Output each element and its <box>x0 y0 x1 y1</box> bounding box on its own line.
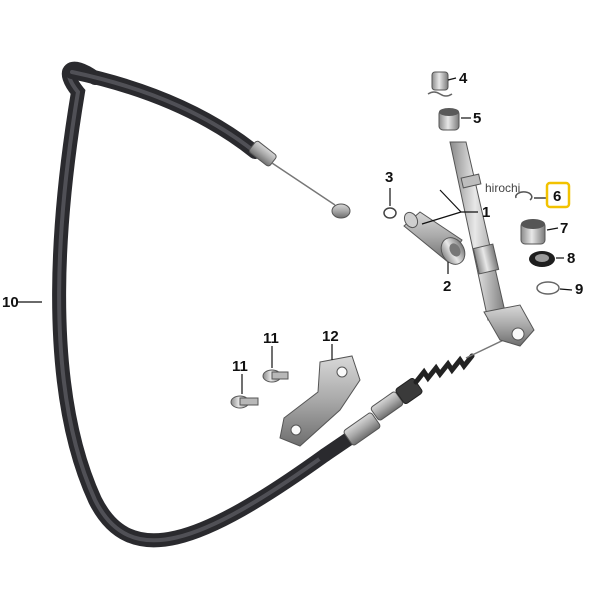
callout-3: 3 <box>385 169 393 186</box>
callout-9: 9 <box>575 281 583 298</box>
circlip-9 <box>536 281 560 295</box>
callout-11-lower: 11 <box>232 358 248 375</box>
callout-7: 7 <box>560 220 568 237</box>
sleeve-5 <box>438 108 460 131</box>
callout-6-highlight: 6 <box>545 181 571 209</box>
callout-11-upper: 11 <box>263 330 279 347</box>
sleeve-7 <box>520 219 546 245</box>
bracket-12 <box>279 355 361 447</box>
callout-12: 12 <box>322 328 339 345</box>
bolt-11-upper <box>262 369 289 383</box>
callout-10: 10 <box>2 294 19 311</box>
callout-1: 1 <box>482 204 490 221</box>
watermark: hirochi <box>485 181 520 195</box>
spring-4 <box>427 71 453 97</box>
clutch-cable-10 <box>52 61 351 548</box>
circlip-6 <box>515 191 533 201</box>
leader-lines <box>18 77 573 394</box>
callout-8: 8 <box>567 250 575 267</box>
shaft-1 <box>449 141 535 347</box>
bolt-11-lower <box>230 395 259 409</box>
callout-4: 4 <box>459 70 468 87</box>
o-ring-3 <box>383 207 397 219</box>
callout-6: 6 <box>553 188 561 205</box>
seal-8 <box>529 251 555 267</box>
cable-adjuster <box>318 335 513 462</box>
bushing-2 <box>403 211 466 265</box>
callout-5: 5 <box>473 110 481 127</box>
callout-2: 2 <box>443 278 451 295</box>
